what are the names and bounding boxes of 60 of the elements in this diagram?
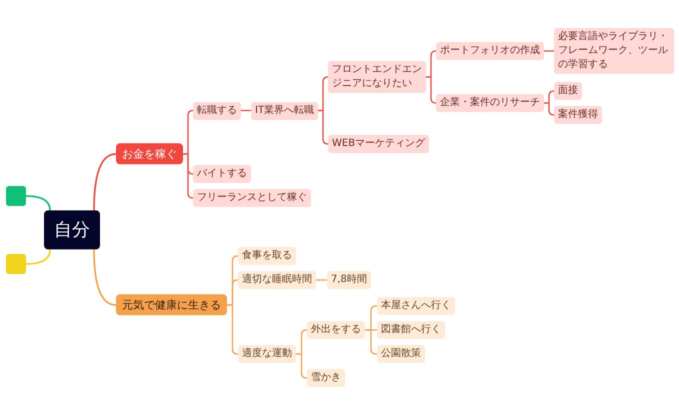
topic-label: 必要言語やライブラリ・フレームワーク、ツールの学習する <box>558 30 669 72</box>
topic-label: 案件獲得 <box>558 108 598 122</box>
empty-topic <box>6 186 26 206</box>
topic-label: 企業・案件のリサーチ <box>440 96 540 110</box>
topic-label: お金を稼ぐ <box>122 146 177 162</box>
topic-label: 雪かき <box>311 371 341 385</box>
connector-line <box>295 353 308 379</box>
topic-label: 公園散策 <box>381 347 421 361</box>
topic-label: 面接 <box>558 84 578 98</box>
subtopic <box>193 165 251 183</box>
subtopic <box>251 102 318 120</box>
connector-line <box>182 153 194 199</box>
topic-label: IT業界へ転職 <box>255 104 314 118</box>
subtopic <box>238 271 316 289</box>
topic-label: フリーランスとして稼ぐ <box>197 191 307 205</box>
subtopic <box>554 82 582 100</box>
subtopic <box>328 135 430 153</box>
connector-line <box>364 329 378 355</box>
subtopic <box>307 369 345 387</box>
subtopic <box>377 321 445 339</box>
topic-label: 外出をする <box>311 323 361 337</box>
connector-line <box>93 153 117 212</box>
subtopic <box>377 297 455 315</box>
main-topic <box>116 294 227 316</box>
connector-line <box>543 50 555 52</box>
topic-label: フロントエンドエンジニアになりたい <box>332 63 422 91</box>
subtopic <box>238 247 296 265</box>
topic-label: 食事を取る <box>242 249 292 263</box>
connector-line <box>543 102 555 116</box>
main-topic <box>116 143 183 165</box>
connector-line <box>25 195 51 212</box>
topic-label: 適度な運動 <box>242 347 292 361</box>
topic-label: 転職する <box>197 104 237 118</box>
topic-label: WEBマーケティング <box>332 137 426 151</box>
connector-line <box>240 110 252 112</box>
subtopic <box>193 102 241 120</box>
connector-line <box>226 304 239 355</box>
connector-line <box>317 110 329 145</box>
connector-line <box>93 248 117 306</box>
empty-topic <box>6 254 26 274</box>
subtopic <box>193 189 311 207</box>
topic-label: バイトする <box>197 167 247 181</box>
subtopic <box>307 321 365 339</box>
connector-line <box>315 279 328 281</box>
topic-label: 適切な睡眠時間 <box>242 273 312 287</box>
subtopic <box>238 345 296 363</box>
connector-line <box>425 76 437 104</box>
subtopic <box>554 106 602 124</box>
topic-label: 自分 <box>54 218 90 242</box>
topic-label: 元気で健康に生きる <box>122 297 221 313</box>
subtopic <box>436 42 544 60</box>
subtopic <box>327 271 371 289</box>
central-topic <box>44 210 100 250</box>
connector-line <box>25 248 51 265</box>
topic-label: 7,8時間 <box>331 273 367 287</box>
topic-label: ポートフォリオの作成 <box>440 44 540 58</box>
subtopic <box>377 345 425 363</box>
topic-label: 本屋さんへ行く <box>381 299 451 313</box>
topic-label: 図書館へ行く <box>381 323 441 337</box>
subtopic <box>436 94 544 112</box>
